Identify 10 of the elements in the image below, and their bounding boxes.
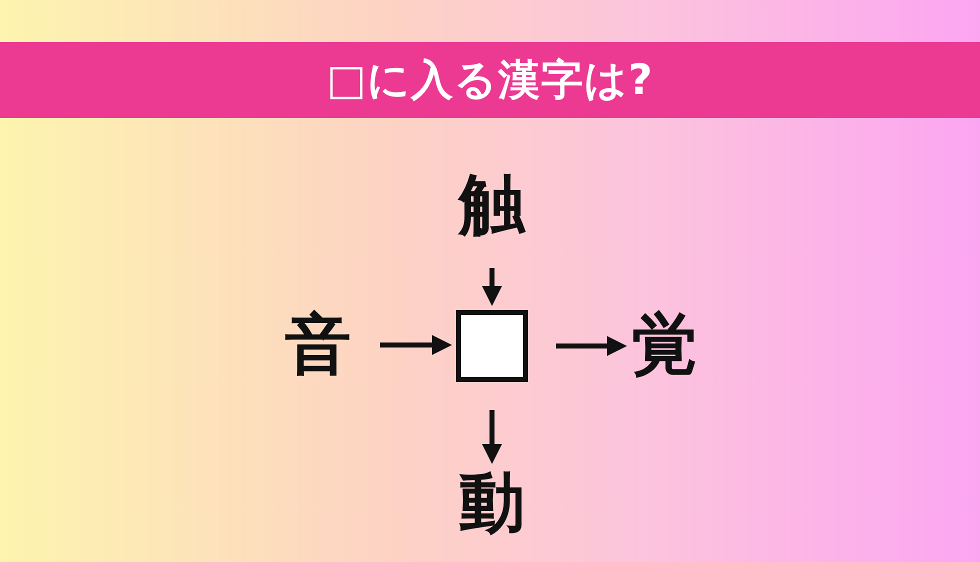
kanji-character: 動 <box>458 468 526 538</box>
title-banner: □に入る漢字は? <box>0 42 980 118</box>
arrow <box>380 335 452 355</box>
blank-square <box>456 310 528 382</box>
kanji-character: 覚 <box>631 310 699 380</box>
kanji-character: 音 <box>284 310 352 380</box>
arrow <box>556 336 627 356</box>
kanji-character: 触 <box>458 170 526 240</box>
arrow <box>482 410 502 464</box>
arrow <box>482 268 502 306</box>
